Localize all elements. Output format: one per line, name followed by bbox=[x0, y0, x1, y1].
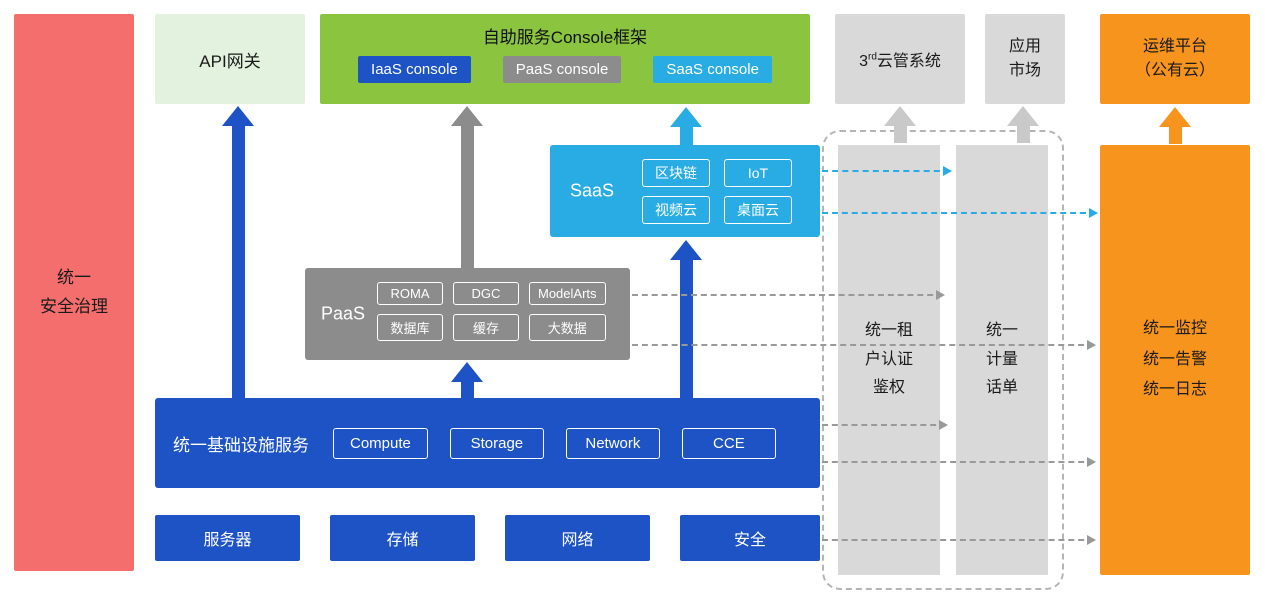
third-party-cloud-box: 3rd云管系统 bbox=[835, 14, 965, 104]
saas-item-desktop-cloud: 桌面云 bbox=[724, 196, 792, 224]
paas-box: PaaS ROMA DGC ModelArts 数据库 缓存 大数据 bbox=[305, 268, 630, 360]
arrowhead-icon bbox=[1087, 340, 1096, 350]
arrowhead-icon bbox=[943, 166, 952, 176]
arrow-shaft bbox=[893, 125, 907, 143]
infra-item-storage: Storage bbox=[449, 427, 544, 459]
paas-item-cache: 缓存 bbox=[453, 314, 519, 341]
infra-item-network: Network bbox=[565, 427, 660, 459]
third-party-cloud-label: 3rd云管系统 bbox=[859, 47, 941, 71]
third-party-num: 3 bbox=[859, 53, 868, 70]
hardware-security-box: 安全 bbox=[680, 515, 820, 561]
tenant-services-group-outline bbox=[822, 130, 1064, 590]
iaas-console-chip: IaaS console bbox=[358, 56, 471, 83]
hardware-network-box: 网络 bbox=[505, 515, 650, 561]
arrow-shaft bbox=[679, 126, 693, 145]
saas-box: SaaS 区块链 IoT 视频云 桌面云 bbox=[550, 145, 820, 237]
arrow-group-to-third-party-cloud bbox=[884, 106, 916, 143]
arrowhead-icon bbox=[1089, 208, 1098, 218]
saas-items-grid: 区块链 IoT 视频云 桌面云 bbox=[642, 159, 792, 224]
arrow-head-icon bbox=[670, 240, 702, 260]
auth-column: 统一租 户认证 鉴权 bbox=[838, 145, 940, 575]
arrow-shaft bbox=[1016, 125, 1030, 143]
hardware-server-box: 服务器 bbox=[155, 515, 300, 561]
console-chip-row: IaaS console PaaS console SaaS console bbox=[320, 56, 810, 83]
paas-item-bigdata: 大数据 bbox=[529, 314, 606, 341]
saas-label: SaaS bbox=[570, 180, 615, 201]
connector-saas-to-auth bbox=[822, 166, 952, 176]
arrow-paas-to-console bbox=[451, 106, 483, 268]
arrowhead-icon bbox=[939, 420, 948, 430]
arrowhead-icon bbox=[936, 290, 945, 300]
arrow-saas-to-console bbox=[670, 107, 702, 145]
connector-saas-to-monitoring bbox=[822, 208, 1098, 218]
arrowhead-icon bbox=[1087, 457, 1096, 467]
arrow-head-icon bbox=[1007, 106, 1039, 126]
arrow-shaft bbox=[1168, 126, 1182, 144]
infra-item-cce: CCE bbox=[681, 427, 776, 459]
paas-label: PaaS bbox=[321, 303, 366, 324]
arrow-head-icon bbox=[670, 107, 702, 127]
security-governance-bar: 统一 安全治理 bbox=[14, 14, 134, 571]
third-party-sup: rd bbox=[867, 51, 877, 63]
hardware-storage-box: 存储 bbox=[330, 515, 475, 561]
paas-item-dgc: DGC bbox=[453, 282, 519, 305]
infrastructure-box: 统一基础设施服务 Compute Storage Network CCE bbox=[155, 398, 820, 488]
monitoring-bar: 统一监控 统一告警 统一日志 bbox=[1100, 145, 1250, 575]
ops-platform-box: 运维平台 （公有云） bbox=[1100, 14, 1250, 104]
arrow-monitoring-to-ops-platform bbox=[1159, 107, 1191, 144]
arrow-head-icon bbox=[222, 106, 254, 126]
paas-item-modelarts: ModelArts bbox=[529, 282, 606, 305]
saas-console-chip: SaaS console bbox=[653, 56, 772, 83]
saas-item-iot: IoT bbox=[724, 159, 792, 187]
infra-item-compute: Compute bbox=[333, 427, 428, 459]
arrow-head-icon bbox=[451, 362, 483, 382]
arrow-infra-to-paas bbox=[451, 362, 483, 398]
infrastructure-items-row: Compute Storage Network CCE bbox=[333, 427, 776, 459]
connector-infra-to-monitoring bbox=[822, 457, 1096, 467]
paas-items-grid: ROMA DGC ModelArts 数据库 缓存 大数据 bbox=[377, 282, 606, 341]
console-framework-box: 自助服务Console框架 IaaS console PaaS console … bbox=[320, 14, 810, 104]
arrow-head-icon bbox=[884, 106, 916, 126]
connector-hardware-to-monitoring bbox=[822, 535, 1096, 545]
metering-column: 统一 计量 话单 bbox=[956, 145, 1048, 575]
arrowhead-icon bbox=[1087, 535, 1096, 545]
arrow-infra-to-api-gateway bbox=[222, 106, 254, 398]
paas-console-chip: PaaS console bbox=[502, 56, 622, 83]
api-gateway-box: API网关 bbox=[155, 14, 305, 104]
third-party-rest: 云管系统 bbox=[876, 53, 941, 70]
console-framework-title: 自助服务Console框架 bbox=[482, 28, 648, 47]
arrow-infra-to-saas bbox=[670, 240, 702, 398]
app-market-box: 应用 市场 bbox=[985, 14, 1065, 104]
arrow-head-icon bbox=[451, 106, 483, 126]
infrastructure-label: 统一基础设施服务 bbox=[173, 435, 309, 455]
saas-item-video-cloud: 视频云 bbox=[642, 196, 710, 224]
paas-item-database: 数据库 bbox=[377, 314, 443, 341]
connector-infra-to-auth bbox=[822, 420, 948, 430]
arrow-head-icon bbox=[1159, 107, 1191, 127]
connector-paas-to-monitoring bbox=[632, 340, 1096, 350]
paas-item-roma: ROMA bbox=[377, 282, 443, 305]
arrow-shaft bbox=[231, 125, 245, 398]
arrow-shaft bbox=[460, 381, 474, 398]
arrow-group-to-app-market bbox=[1007, 106, 1039, 143]
arrow-shaft bbox=[460, 125, 474, 268]
connector-paas-to-auth bbox=[632, 290, 945, 300]
arrow-shaft bbox=[679, 259, 693, 398]
saas-item-blockchain: 区块链 bbox=[642, 159, 710, 187]
